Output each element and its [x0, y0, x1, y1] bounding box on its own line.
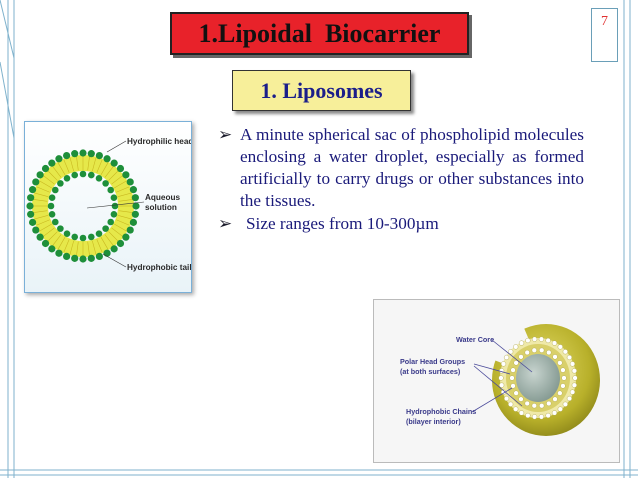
- liposome-cutaway-image: Water Core Polar Head Groups (at both su…: [373, 299, 620, 463]
- bullet-item: ➢ A minute spherical sac of phospholipid…: [218, 124, 584, 212]
- bullet-text: A minute spherical sac of phospholipid m…: [240, 125, 584, 210]
- hydrophobic-chains-label-line1: Hydrophobic Chains: [406, 407, 476, 416]
- bullet-list: ➢ A minute spherical sac of phospholipid…: [218, 124, 584, 235]
- slide-title: 1.Lipoidal Biocarrier: [170, 12, 469, 55]
- bullet-text: Size ranges from 10-300µm: [246, 214, 439, 233]
- bullet-item: ➢ Size ranges from 10-300µm: [218, 213, 584, 235]
- hydrophilic-head-label: Hydrophilic head: [127, 137, 191, 146]
- hydrophobic-chains-label-line2: (bilayer interior): [406, 417, 461, 426]
- hydrophobic-tail-label: Hydrophobic tail: [127, 263, 191, 272]
- liposome-cross-section-image: Hydrophilic head Aqueous solution Hydrop…: [24, 121, 193, 293]
- arrow-bullet-icon: ➢: [218, 125, 233, 144]
- aqueous-solution-label-line2: solution: [145, 203, 177, 212]
- arrow-bullet-icon: ➢: [218, 214, 233, 233]
- liposome-cutaway-diagram: Water Core Polar Head Groups (at both su…: [374, 300, 619, 462]
- polar-head-groups-label-line2: (at both surfaces): [400, 367, 461, 376]
- water-core-label: Water Core: [456, 335, 494, 344]
- liposome-cross-section-diagram: Hydrophilic head Aqueous solution Hydrop…: [25, 122, 193, 292]
- polar-head-groups-label-line1: Polar Head Groups: [400, 357, 465, 366]
- slide-number: 7: [591, 8, 618, 62]
- section-heading: 1. Liposomes: [232, 70, 411, 111]
- aqueous-solution-label-line1: Aqueous: [145, 193, 180, 202]
